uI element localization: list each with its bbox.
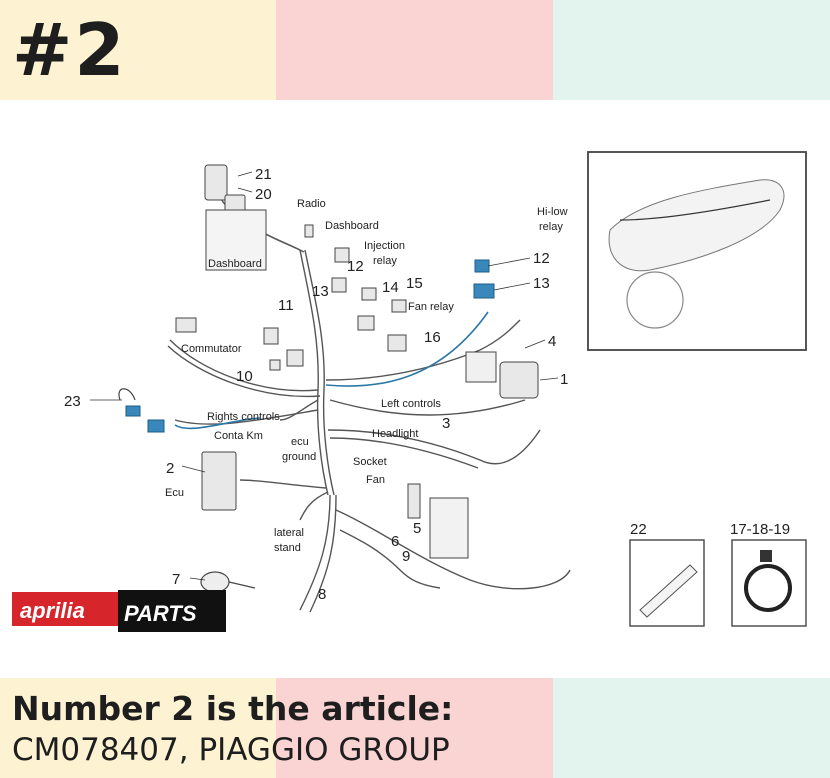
diagram-labels: Radio Dashboard Injection relay Dashboar…	[165, 198, 568, 554]
label-injection: Injection	[364, 240, 405, 252]
dashboard-block	[205, 209, 267, 271]
label-fan-relay: Fan relay	[408, 301, 454, 313]
callout-1: 1	[560, 371, 568, 388]
callout-20: 20	[255, 186, 272, 203]
part-number-heading: #2	[12, 8, 127, 92]
callout-15: 15	[406, 275, 423, 292]
label-lateral: lateral	[274, 527, 304, 539]
aprilia-parts-logo: aprilia PARTS	[12, 590, 226, 632]
band-cell-2	[276, 678, 553, 778]
top-color-band	[0, 0, 830, 100]
wiring-harness	[167, 179, 571, 613]
callout-4: 4	[548, 333, 556, 350]
callout-12-right: 12	[533, 250, 550, 267]
callout-2: 2	[166, 460, 174, 477]
connector-block	[204, 164, 228, 201]
band-cell-3	[553, 678, 830, 778]
callout-16: 16	[424, 329, 441, 346]
callout-numbers: 21 20 12 14 15 11 16 10 13 12 13 4 1 3 2…	[64, 166, 790, 603]
callout-13-left: 13	[312, 283, 329, 300]
article-caption: Number 2 is the article: CM078407, PIAGG…	[12, 688, 812, 770]
band-cell-1	[0, 678, 276, 778]
callout-23: 23	[64, 393, 81, 410]
label-socket: Socket	[353, 456, 387, 468]
callout-13-right: 13	[533, 275, 550, 292]
label-dashboard-top: Dashboard	[325, 220, 379, 232]
ecu-unit	[201, 451, 237, 511]
callout-22: 22	[630, 521, 647, 538]
parts-wordmark: PARTS	[124, 601, 197, 626]
horn-7	[200, 571, 230, 593]
motorcycle-inset	[587, 151, 807, 351]
label-hi-low: Hi-low	[537, 206, 568, 218]
label-stand: stand	[274, 542, 301, 554]
leader-lines	[90, 171, 559, 581]
components	[175, 164, 539, 559]
label-radio: Radio	[297, 198, 326, 210]
callout-8: 8	[318, 586, 326, 603]
label-commutator: Commutator	[181, 343, 242, 355]
label-dashboard-left: Dashboard	[208, 258, 262, 270]
label-hi-low-relay: relay	[539, 221, 563, 233]
label-headlight: Headlight	[372, 428, 418, 440]
caption-title: Number 2 is the article:	[12, 689, 454, 728]
callout-3: 3	[442, 415, 450, 432]
callout-17-18-19: 17-18-19	[730, 521, 790, 538]
label-relay: relay	[373, 255, 397, 267]
callout-12-left: 12	[347, 258, 364, 275]
caption-article-code: CM078407, PIAGGIO GROUP	[12, 732, 450, 768]
band-cell-1	[0, 0, 276, 100]
blue-relays	[125, 259, 495, 433]
loop-23	[118, 388, 136, 401]
callout-21: 21	[255, 166, 272, 183]
callout-11: 11	[278, 297, 294, 314]
bottom-color-band	[0, 678, 830, 778]
part-22-box	[629, 539, 705, 627]
callout-9: 9	[402, 548, 410, 565]
band-cell-2	[276, 0, 553, 100]
wiring-diagram: aprilia PARTS 21 20 12 14 15 11 16 10 13…	[0, 100, 830, 678]
aprilia-wordmark: aprilia	[20, 598, 85, 623]
callout-6: 6	[391, 533, 399, 550]
label-conta-km: Conta Km	[214, 430, 263, 442]
label-fan: Fan	[366, 474, 385, 486]
label-ground: ground	[282, 451, 316, 463]
highlighted-wires	[174, 311, 489, 430]
label-ecu: ecu	[291, 436, 309, 448]
wiring-diagram-svg: aprilia PARTS 21 20 12 14 15 11 16 10 13…	[12, 151, 807, 632]
label-left-controls: Left controls	[381, 398, 441, 410]
callout-7: 7	[172, 571, 180, 588]
component-1	[499, 361, 539, 399]
label-rights-controls: Rights controls	[207, 411, 280, 423]
band-cell-3	[553, 0, 830, 100]
fuel-pump	[429, 497, 469, 559]
callout-5: 5	[413, 520, 421, 537]
label-ecu-unit: Ecu	[165, 487, 184, 499]
callout-10: 10	[236, 368, 253, 385]
callout-14: 14	[382, 279, 399, 296]
part-17-18-19-box	[731, 539, 807, 627]
